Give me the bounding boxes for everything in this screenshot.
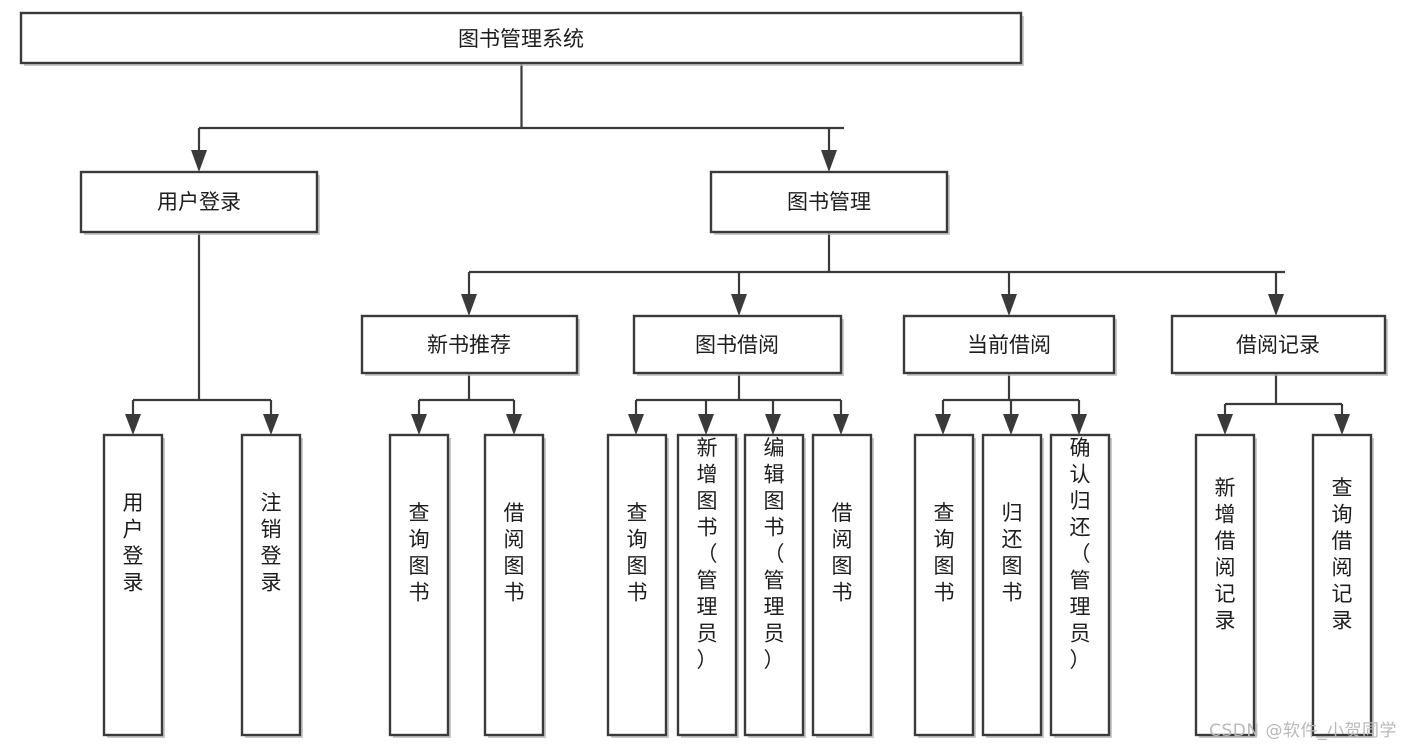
node-book-borrow[interactable]: 图书借阅	[632, 314, 844, 376]
node-root[interactable]: 图书管理系统	[19, 11, 1024, 66]
arrow-head-leaf-rec-borrow	[506, 414, 522, 435]
leaf-rec-borrow-box	[483, 433, 545, 737]
leaf-user-logout[interactable]: 注销登录	[240, 433, 303, 738]
leaf-cur-return-label: 归还图书	[1002, 501, 1023, 605]
leaf-rec-add-label: 新增借阅记录	[1215, 476, 1236, 633]
arrow-head-leaf-cur-confirm	[1071, 414, 1087, 435]
leaf-borrow-add-label: 新增图书（管理员）	[697, 436, 718, 672]
leaf-borrow-lend-box	[811, 433, 873, 737]
node-new-book-rec[interactable]: 新书推荐	[360, 314, 580, 376]
leaf-rec-query-box	[388, 433, 450, 737]
leaf-rec-query2[interactable]: 查询借阅记录	[1311, 433, 1374, 738]
leaf-cur-return-box	[981, 433, 1043, 737]
node-book-manage-box	[709, 170, 949, 234]
leaf-borrow-edit-box	[743, 433, 805, 737]
leaf-rec-borrow[interactable]: 借阅图书	[483, 433, 546, 738]
node-current-borrow-label: 当前借阅	[967, 333, 1051, 357]
leaf-borrow-add[interactable]: 新增图书（管理员）	[676, 433, 739, 738]
leaf-user-logout-box	[240, 433, 302, 737]
arrow-head-leaf-rec-add	[1217, 414, 1233, 435]
leaf-borrow-add-box	[676, 433, 738, 737]
arrow-head-book-borrow	[731, 294, 747, 316]
arrow-head-leaf-cur-return	[1003, 414, 1019, 435]
arrow-head-leaf-borrow-query	[628, 414, 644, 435]
leaf-cur-query[interactable]: 查询图书	[913, 433, 976, 738]
arrow-head-leaf-borrow-lend	[833, 414, 849, 435]
node-book-borrow-label: 图书借阅	[695, 333, 779, 357]
arrow-head-leaf-cur-query	[935, 414, 951, 435]
leaf-borrow-query[interactable]: 查询图书	[606, 433, 669, 738]
leaf-borrow-lend[interactable]: 借阅图书	[811, 433, 874, 738]
leaf-borrow-lend-label: 借阅图书	[832, 501, 853, 605]
node-root-box	[19, 11, 1023, 65]
arrow-head-leaf-borrow-add	[698, 414, 714, 435]
arrow-head-leaf-rec-query2	[1334, 414, 1350, 435]
arrow-head-current-borrow	[1001, 294, 1017, 316]
arrow-head-user-login	[191, 150, 207, 172]
node-book-borrow-box	[632, 314, 843, 375]
node-current-borrow[interactable]: 当前借阅	[902, 314, 1117, 376]
leaf-user-login-label: 用户登录	[123, 491, 144, 595]
node-book-manage-label: 图书管理	[787, 190, 871, 214]
leaf-cur-confirm-label: 确认归还（管理员）	[1070, 436, 1091, 672]
leaf-borrow-query-box	[606, 433, 668, 737]
leaf-rec-query[interactable]: 查询图书	[388, 433, 451, 738]
node-current-borrow-box	[902, 314, 1116, 375]
node-user-login[interactable]: 用户登录	[79, 170, 320, 235]
leaf-rec-query2-label: 查询借阅记录	[1332, 476, 1353, 633]
leaf-cur-return[interactable]: 归还图书	[981, 433, 1044, 738]
node-borrow-record[interactable]: 借阅记录	[1170, 314, 1388, 376]
node-borrow-record-box	[1170, 314, 1387, 375]
leaf-cur-query-box	[913, 433, 975, 737]
leaf-rec-query2-box	[1311, 433, 1373, 737]
arrow-head-leaf-borrow-edit	[765, 414, 781, 435]
leaf-user-login-box	[102, 433, 164, 737]
leaf-borrow-edit-label: 编辑图书（管理员）	[764, 436, 785, 672]
node-new-book-rec-label: 新书推荐	[427, 333, 511, 357]
node-new-book-rec-box	[360, 314, 579, 375]
node-root-label: 图书管理系统	[458, 27, 584, 51]
arrow-head-leaf-user-login	[125, 414, 141, 435]
leaf-user-login[interactable]: 用户登录	[102, 433, 165, 738]
arrow-head-new-book-rec	[461, 294, 477, 316]
node-book-manage[interactable]: 图书管理	[709, 170, 950, 235]
leaf-rec-add[interactable]: 新增借阅记录	[1194, 433, 1257, 738]
arrow-head-leaf-rec-query	[411, 414, 427, 435]
node-borrow-record-label: 借阅记录	[1236, 333, 1320, 357]
arrow-head-book-manage	[821, 150, 837, 172]
leaf-rec-borrow-label: 借阅图书	[504, 501, 525, 605]
leaf-rec-add-box	[1194, 433, 1256, 737]
leaf-user-logout-label: 注销登录	[261, 491, 282, 595]
leaf-cur-query-label: 查询图书	[934, 501, 955, 605]
connector-layer	[125, 64, 1350, 435]
arrow-head-borrow-record	[1268, 294, 1284, 316]
leaf-rec-query-label: 查询图书	[409, 501, 430, 605]
leaf-borrow-edit[interactable]: 编辑图书（管理员）	[743, 433, 806, 738]
leaf-borrow-query-label: 查询图书	[627, 501, 648, 605]
arrow-head-leaf-user-logout	[263, 414, 279, 435]
node-user-login-box	[79, 170, 319, 234]
node-user-login-label: 用户登录	[157, 190, 241, 214]
leaf-cur-confirm-box	[1049, 433, 1111, 737]
leaf-cur-confirm[interactable]: 确认归还（管理员）	[1049, 433, 1112, 738]
